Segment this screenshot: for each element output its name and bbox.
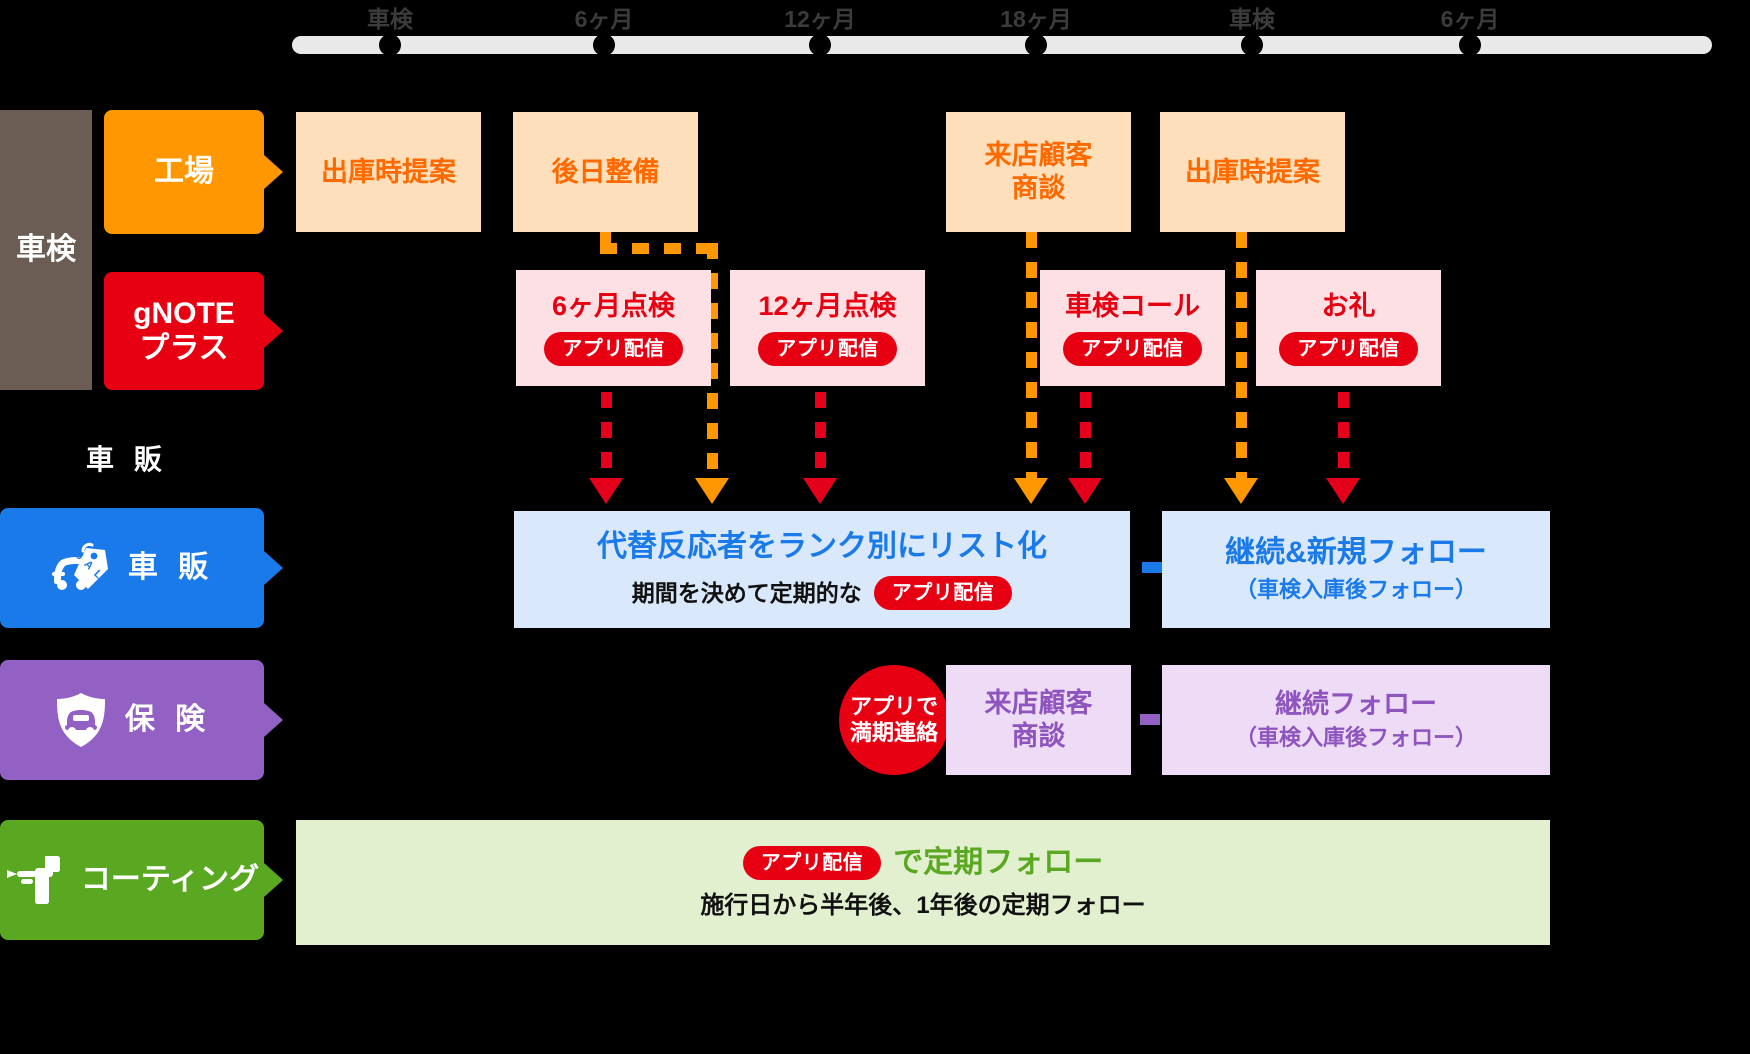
shahan-box-right-title: 継続&新規フォロー <box>1225 535 1487 569</box>
rail-item-shahan-label: 車 販 <box>127 551 215 585</box>
coating-badge: アプリ配信 <box>742 845 882 881</box>
connector-factory1-horiz <box>600 243 718 254</box>
hoken-box-right-sub: （車検入庫後フォロー） <box>1234 725 1477 751</box>
gnote-box-0-title: 6ヶ月点検 <box>551 290 676 321</box>
timeline-label-0: 車検 <box>367 6 413 32</box>
hoken-app-notice-line1: アプリで <box>849 693 938 719</box>
timeline-dot-2 <box>809 34 831 56</box>
hoken-box-left-line2: 商談 <box>1011 721 1066 751</box>
rail-item-coating-label: コーティング <box>80 863 260 897</box>
gnote-box-2-title: 車検コール <box>1065 290 1200 321</box>
connector-factory2-arrowhead <box>1014 478 1048 504</box>
rail-label-shahan-plain: 車 販 <box>86 444 168 475</box>
shahan-box-left[interactable]: 代替反応者をランク別にリスト化 期間を決めて定期的な アプリ配信 <box>514 511 1130 628</box>
connector-factory1-arrowhead <box>695 478 729 504</box>
timeline-dot-5 <box>1459 34 1481 56</box>
hoken-box-left[interactable]: 来店顧客 商談 <box>946 665 1131 775</box>
shahan-box-right-sub: （車検入庫後フォロー） <box>1234 577 1477 603</box>
car-sale-tag-icon: SALE <box>50 542 112 594</box>
gnote-box-3-title: お礼 <box>1321 290 1376 321</box>
shahan-box-left-title: 代替反応者をランク別にリスト化 <box>597 530 1047 563</box>
rail-group-shaken: 車検 <box>0 110 92 390</box>
gnote-box-0-badge: アプリ配信 <box>544 331 683 367</box>
timeline-label-4: 車検 <box>1229 6 1275 32</box>
connector-factory3-vert <box>1236 232 1247 487</box>
timeline-dot-4 <box>1241 34 1263 56</box>
factory-box-3[interactable]: 出庫時提案 <box>1160 112 1345 232</box>
connector-gnote1-arrowhead <box>803 478 837 504</box>
timeline-label-1: 6ヶ月 <box>574 6 634 32</box>
gnote-box-1-title: 12ヶ月点検 <box>758 290 897 321</box>
factory-box-1-label: 後日整備 <box>551 156 660 187</box>
hoken-box-left-line1: 来店顧客 <box>984 688 1093 719</box>
hoken-box-right[interactable]: 継続フォロー （車検入庫後フォロー） <box>1162 665 1550 775</box>
timeline-dot-3 <box>1025 34 1047 56</box>
factory-box-3-label: 出庫時提案 <box>1185 156 1320 187</box>
connector-gnote3-arrowhead <box>1326 478 1360 504</box>
rail-item-gnote[interactable]: gNOTE プラス <box>104 272 264 390</box>
factory-box-0[interactable]: 出庫時提案 <box>296 112 481 232</box>
factory-box-2-label-line2: 商談 <box>1011 173 1066 203</box>
rail-item-coating[interactable]: コーティング <box>0 820 264 940</box>
timeline-bar <box>292 36 1712 54</box>
hoken-box-right-title: 継続フォロー <box>1275 689 1437 720</box>
gnote-box-3-badge: アプリ配信 <box>1279 331 1418 367</box>
coating-sub: 施行日から半年後、1年後の定期フォロー <box>700 892 1146 920</box>
timeline-dot-1 <box>593 34 615 56</box>
gnote-box-2[interactable]: 車検コール アプリ配信 <box>1040 270 1225 386</box>
connector-factory3-arrowhead <box>1224 478 1258 504</box>
connector-shahan-dash <box>1142 562 1162 573</box>
connector-gnote0-arrowhead <box>589 478 623 504</box>
rail-item-gnote-label-line2: プラス <box>139 332 229 365</box>
timeline-label-5: 6ヶ月 <box>1440 6 1500 32</box>
spray-gun-icon <box>5 854 65 906</box>
connector-gnote0-vert <box>601 392 612 488</box>
timeline-label-3: 18ヶ月 <box>1000 6 1072 32</box>
gnote-box-1-badge: アプリ配信 <box>758 331 897 367</box>
rail-item-gnote-label-line1: gNOTE <box>133 296 235 330</box>
gnote-box-2-badge: アプリ配信 <box>1063 331 1202 367</box>
hoken-app-notice-line2: 満期連絡 <box>849 720 938 745</box>
connector-gnote1-vert <box>815 392 826 488</box>
rail-item-shahan[interactable]: SALE 車 販 <box>0 508 264 628</box>
rail-item-hoken[interactable]: 保 険 <box>0 660 264 780</box>
coating-banner[interactable]: アプリ配信 で定期フォロー 施行日から半年後、1年後の定期フォロー <box>296 820 1550 945</box>
connector-factory1-vert <box>707 243 718 493</box>
coating-headline: で定期フォロー <box>893 845 1104 879</box>
rail-group-shaken-label: 車検 <box>16 233 76 267</box>
connector-gnote3-vert <box>1338 392 1349 488</box>
gnote-box-3[interactable]: お礼 アプリ配信 <box>1256 270 1441 386</box>
factory-box-2[interactable]: 来店顧客 商談 <box>946 112 1131 232</box>
connector-gnote2-arrowhead <box>1068 478 1102 504</box>
gnote-box-1[interactable]: 12ヶ月点検 アプリ配信 <box>730 270 925 386</box>
factory-box-0-label: 出庫時提案 <box>321 156 456 187</box>
hoken-app-notice-circle[interactable]: アプリで 満期連絡 <box>839 665 949 775</box>
shahan-box-left-subprefix: 期間を決めて定期的な <box>631 579 862 606</box>
factory-box-2-label-line1: 来店顧客 <box>984 140 1093 171</box>
rail-item-factory-label: 工場 <box>154 155 214 189</box>
gnote-box-0[interactable]: 6ヶ月点検 アプリ配信 <box>516 270 711 386</box>
connector-gnote2-vert <box>1080 392 1091 488</box>
connector-factory2-vert <box>1026 232 1037 487</box>
shahan-box-right[interactable]: 継続&新規フォロー （車検入庫後フォロー） <box>1162 511 1550 628</box>
rail-item-factory[interactable]: 工場 <box>104 110 264 234</box>
timeline-dot-0 <box>379 34 401 56</box>
factory-box-1[interactable]: 後日整備 <box>513 112 698 232</box>
rail-item-hoken-label: 保 険 <box>124 703 212 737</box>
connector-hoken-dash <box>1140 714 1160 725</box>
timeline-label-2: 12ヶ月 <box>784 6 856 32</box>
shield-car-icon <box>53 691 109 749</box>
shahan-box-left-badge: アプリ配信 <box>873 575 1013 610</box>
